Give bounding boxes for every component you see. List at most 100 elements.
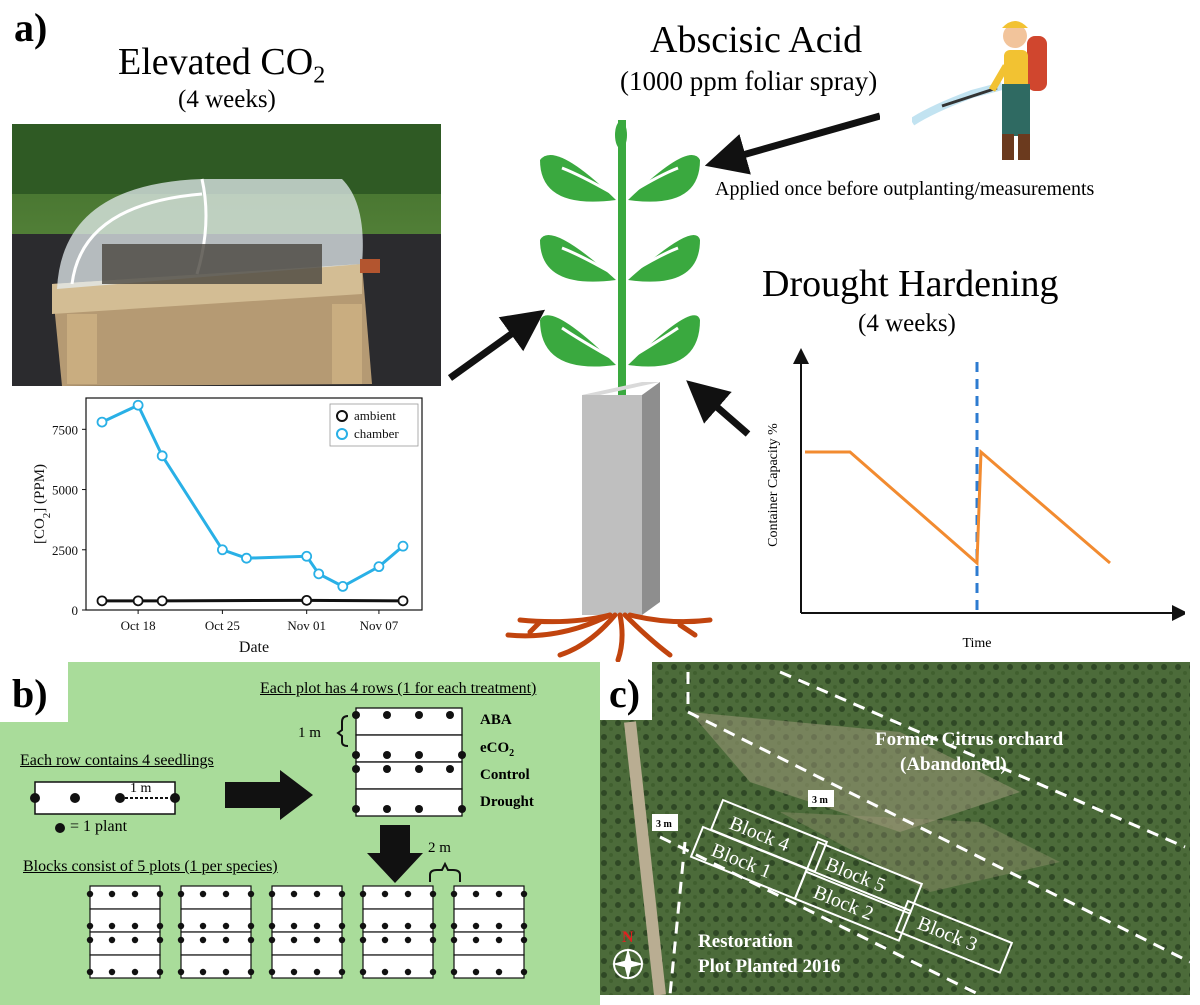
plant-dot (247, 890, 255, 898)
plant-dot (177, 890, 185, 898)
aba-title: Abscisic Acid (650, 19, 863, 61)
restoration-label-1: Restoration (698, 931, 793, 952)
plant-dot (222, 922, 230, 930)
plant-dot (404, 968, 412, 976)
block-plot-row (89, 908, 161, 933)
plant-dot (268, 968, 276, 976)
drought-title: Drought Hardening (762, 263, 1059, 305)
plant-dot (359, 922, 367, 930)
point-ambient (96, 595, 108, 607)
drought-ylabel: Container Capacity % (766, 423, 781, 547)
plant-dot (415, 711, 423, 719)
plant-dot (352, 765, 360, 773)
plant-dot (429, 890, 437, 898)
row-gap-label: 1 m (298, 725, 321, 741)
plant-dot (131, 968, 139, 976)
plant-dot (450, 890, 458, 898)
y-tick-label: 7500 (52, 422, 78, 437)
plant-dot (381, 968, 389, 976)
plant-dot (199, 922, 207, 930)
point-ambient (397, 595, 409, 607)
plant-dot (429, 922, 437, 930)
plant-dot (472, 968, 480, 976)
plot-diagram: 1 m (298, 707, 466, 817)
plant-dot (177, 936, 185, 944)
plant-dot (495, 922, 503, 930)
plant-dot (352, 751, 360, 759)
plant-dot (458, 751, 466, 759)
plant-dot (247, 922, 255, 930)
plant-dot (338, 922, 346, 930)
eco2-title: Elevated CO2 (118, 41, 326, 89)
point-chamber (216, 544, 228, 556)
plant-dot (383, 765, 391, 773)
plant-dot (383, 805, 391, 813)
drought-schematic: Time Container Capacity % (766, 348, 1185, 651)
block-plot-row (362, 908, 434, 933)
block-diagram (86, 885, 528, 979)
plant-dot (156, 922, 164, 930)
plant-dot (495, 936, 503, 944)
drought-duration: (4 weeks) (858, 310, 956, 337)
plant-dot (313, 922, 321, 930)
treatment-control: Control (480, 767, 530, 783)
plant-dot (86, 968, 94, 976)
plant-dot (429, 968, 437, 976)
gap-label-a: 3 m (812, 795, 829, 806)
plant-dot (404, 890, 412, 898)
plant-dot (520, 922, 528, 930)
plot-frame (85, 397, 423, 611)
plant-dot (450, 936, 458, 944)
point-ambient (301, 594, 313, 606)
block-plot-row (271, 908, 343, 933)
plant-dot (446, 711, 454, 719)
y-tick-label: 5000 (52, 483, 78, 498)
plant-dot (247, 936, 255, 944)
plant-dot (338, 936, 346, 944)
y-tick-label: 0 (72, 603, 79, 618)
plant-dot (415, 805, 423, 813)
plant-dot (177, 922, 185, 930)
spacing-label: 1 m (130, 781, 152, 796)
plant-dot (290, 890, 298, 898)
point-chamber (132, 399, 144, 411)
plant-dot (131, 936, 139, 944)
plant-dot (381, 890, 389, 898)
plant-dot (108, 922, 116, 930)
north-label: N (622, 929, 634, 946)
aba-note: Applied once before outplanting/measurem… (715, 178, 1095, 200)
block-plot-row (453, 931, 525, 956)
orchard-label-2: (Abandoned) (900, 754, 1007, 775)
plant-dot (313, 968, 321, 976)
block-plot-row (180, 908, 252, 933)
plant-dot (268, 922, 276, 930)
plant-dot (290, 936, 298, 944)
x-tick-label: Oct 18 (121, 618, 156, 633)
point-ambient (132, 595, 144, 607)
block-plot-row (180, 954, 252, 979)
eco2-duration: (4 weeks) (178, 86, 276, 113)
plant-dot (472, 936, 480, 944)
point-chamber (313, 568, 325, 580)
plot-gap-bracket (429, 861, 461, 882)
block-plot-row (180, 931, 252, 956)
block-plot-row (89, 885, 161, 910)
plant-dot (520, 890, 528, 898)
x-tick-label: Nov 01 (287, 618, 326, 633)
plot-row (355, 761, 463, 790)
block-plot-row (89, 931, 161, 956)
plant-dot (199, 936, 207, 944)
point-chamber (241, 552, 252, 564)
plant-dot (381, 922, 389, 930)
plant-dot (290, 922, 298, 930)
plant-dot (156, 936, 164, 944)
plant-dot (156, 968, 164, 976)
plant-dot (108, 968, 116, 976)
plant-dot (313, 890, 321, 898)
compass-icon (612, 948, 644, 980)
plant-dot (247, 968, 255, 976)
plant-dot (383, 711, 391, 719)
plant-dot (381, 936, 389, 944)
greenhouse-photo (12, 124, 441, 386)
gap-label-b: 3 m (656, 819, 673, 830)
